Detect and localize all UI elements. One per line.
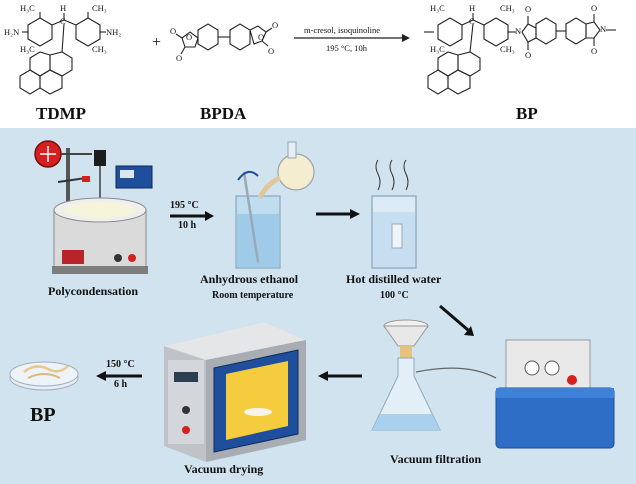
atom-label: CH₃ — [92, 44, 107, 54]
petri-dish — [9, 361, 79, 391]
step-filtration-label: Vacuum filtration — [390, 452, 482, 466]
step-drying-label: Vacuum drying — [184, 462, 264, 476]
reaction-conditions-temp: 195 °C, 10h — [326, 43, 367, 53]
atom-label: N — [515, 26, 522, 36]
atom-label: O — [591, 3, 598, 13]
reaction-arrow — [294, 34, 410, 42]
filtration-setup — [371, 319, 615, 449]
reaction-scheme: H₃C CH₃ H H₂N NH₂ C H₃C CH₃ TDMP + O O O… — [0, 0, 636, 128]
atom-label: H — [60, 3, 67, 13]
atom-label: H₂N — [4, 27, 20, 37]
atom-label: CH₃ — [92, 3, 107, 13]
final-product-label: BP — [30, 404, 56, 426]
arrow-final-temp: 150 °C — [106, 359, 135, 370]
hot-water-beaker — [371, 159, 417, 269]
atom-label: O — [258, 32, 265, 42]
atom-label: O — [170, 26, 177, 36]
atom-label: O — [272, 20, 279, 30]
reactant2-label: BPDA — [200, 104, 247, 123]
tdmp-structure — [19, 12, 106, 95]
plus-sign: + — [152, 34, 162, 51]
atom-label: H₃C — [430, 3, 445, 13]
step-ethanol-sublabel: Room temperature — [212, 290, 294, 301]
atom-label: O — [591, 46, 598, 56]
ethanol-beaker — [235, 141, 315, 269]
atom-label: O — [176, 53, 183, 63]
atom-label: CH₃ — [500, 3, 515, 13]
step-polycondensation-label: Polycondensation — [48, 284, 139, 298]
bp-structure — [424, 13, 616, 95]
polycondensation-apparatus — [34, 140, 153, 274]
vacuum-oven — [164, 322, 306, 462]
atom-label: H₃C — [20, 44, 35, 54]
product-label: BP — [516, 104, 538, 123]
atom-label: CH₃ — [500, 44, 515, 54]
atom-label: C — [469, 16, 475, 26]
atom-label: C — [60, 16, 66, 26]
arrow1-temp: 195 °C — [170, 200, 199, 211]
reaction-conditions-solvent: m-cresol, isoquinoline — [304, 25, 381, 35]
atom-label: O — [525, 4, 532, 14]
step-hot-water-label: Hot distilled water — [346, 272, 442, 286]
atom-label: O — [186, 32, 193, 42]
atom-label: NH₂ — [106, 27, 122, 37]
atom-label: H₃C — [20, 3, 35, 13]
arrow-final-time: 6 h — [114, 379, 128, 390]
atom-label: O — [525, 50, 532, 60]
step-ethanol-label: Anhydrous ethanol — [200, 272, 299, 286]
atom-label: O — [268, 46, 275, 56]
atom-label: H₃C — [430, 44, 445, 54]
arrow1-time: 10 h — [178, 220, 197, 231]
reactant1-label: TDMP — [36, 104, 87, 123]
atom-label: N — [600, 24, 607, 34]
atom-label: H — [469, 3, 476, 13]
step-hot-water-sublabel: 100 °C — [380, 290, 409, 301]
bpda-structure — [175, 23, 273, 55]
